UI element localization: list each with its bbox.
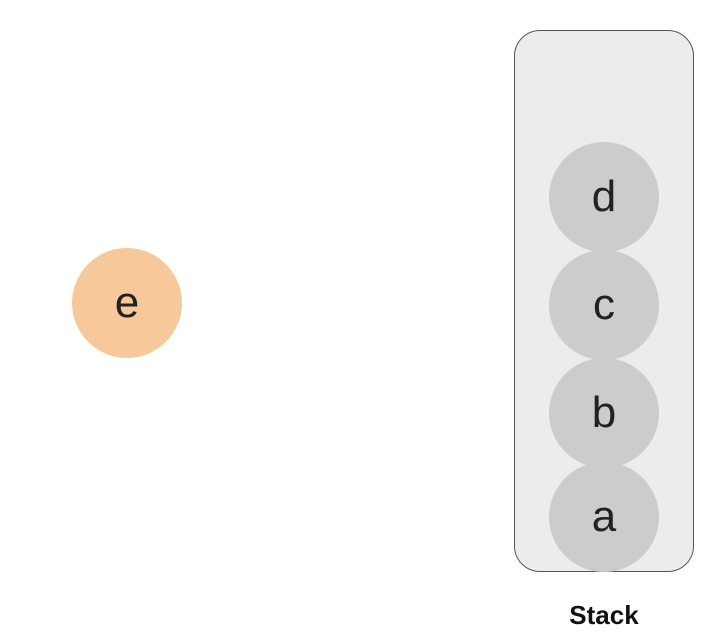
stack-item-top: d	[549, 142, 659, 252]
stack-item-3: c	[549, 250, 659, 360]
incoming-node-e: e	[72, 248, 182, 358]
stack-label: Stack	[569, 600, 639, 630]
stack-item-bottom: a	[549, 462, 659, 572]
stack-item-2: b	[549, 358, 659, 468]
